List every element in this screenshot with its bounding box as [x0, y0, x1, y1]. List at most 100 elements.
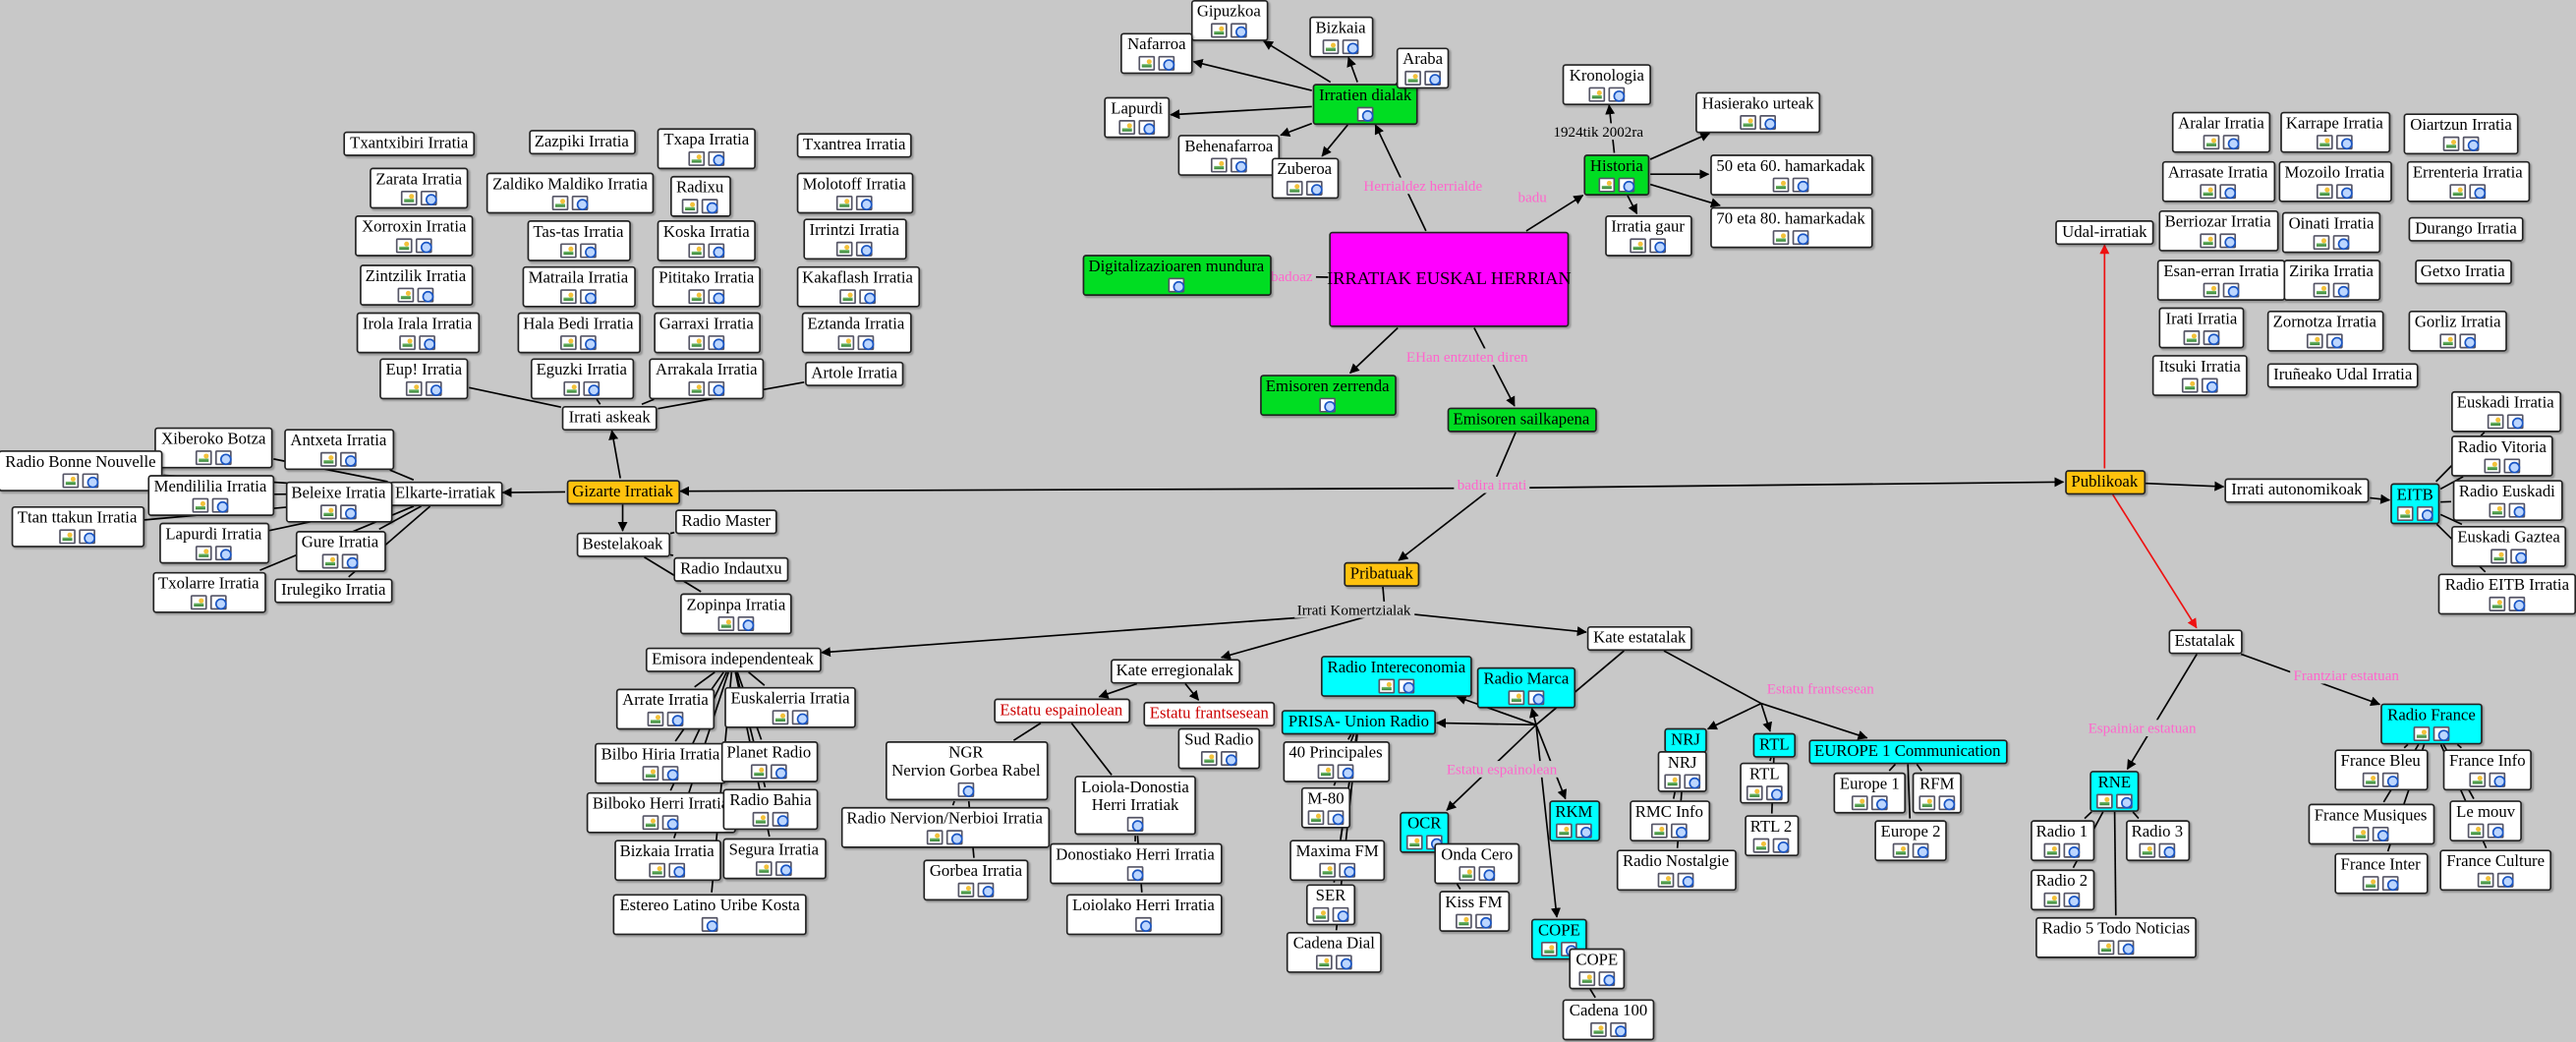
node-autonomikoak[interactable]: Irrati autonomikoak — [2224, 477, 2370, 502]
web-resource-icon[interactable] — [855, 195, 873, 210]
node-getxo[interactable]: Getxo Irratia — [2414, 259, 2512, 284]
node-dial[interactable]: Cadena Dial — [1286, 931, 1382, 972]
web-resource-icon[interactable] — [1912, 841, 1929, 857]
node-cope-w[interactable]: COPE — [1569, 947, 1626, 989]
node-marca[interactable]: Radio Marca — [1476, 666, 1576, 708]
node-planet[interactable]: Planet Radio — [719, 740, 818, 782]
web-resource-icon[interactable] — [708, 149, 725, 166]
image-resource-icon[interactable] — [2203, 134, 2220, 149]
node-sailkapena[interactable]: Emisoren sailkapena — [1446, 406, 1596, 432]
node-fbleu[interactable]: France Bleu — [2333, 748, 2428, 790]
image-resource-icon[interactable] — [1138, 55, 1156, 71]
image-resource-icon[interactable] — [2181, 376, 2199, 392]
node-europe2[interactable]: Europe 2 — [1874, 819, 1947, 861]
node-udal[interactable]: Udal-irratiak — [2055, 219, 2154, 245]
web-resource-icon[interactable] — [945, 829, 963, 844]
node-rfm[interactable]: RFM — [1912, 771, 1962, 813]
web-resource-icon[interactable] — [2158, 841, 2176, 857]
node-kate-erreg[interactable]: Kate erregionalak — [1110, 658, 1240, 683]
node-radio5[interactable]: Radio 5 Todo Noticias — [2035, 916, 2197, 957]
image-resource-icon[interactable] — [772, 709, 789, 724]
web-resource-icon[interactable] — [957, 782, 975, 797]
node-eitb[interactable]: EITB — [2390, 482, 2440, 524]
web-resource-icon[interactable] — [1220, 750, 1237, 766]
web-resource-icon[interactable] — [2469, 183, 2487, 199]
web-resource-icon[interactable] — [2489, 771, 2506, 787]
web-resource-icon[interactable] — [770, 763, 787, 779]
web-resource-icon[interactable] — [340, 450, 357, 466]
image-resource-icon[interactable] — [1556, 822, 1573, 838]
node-oiartzun[interactable]: Oiartzun Irratia — [2403, 112, 2519, 154]
image-resource-icon[interactable] — [2306, 332, 2323, 348]
node-kate-estatalak[interactable]: Kate estatalak — [1586, 625, 1692, 651]
image-resource-icon[interactable] — [649, 861, 665, 877]
image-resource-icon[interactable] — [1590, 1021, 1607, 1037]
node-gipuzkoa[interactable]: Gipuzkoa — [1190, 0, 1268, 40]
web-resource-icon[interactable] — [2336, 134, 2353, 149]
node-txolarre[interactable]: Txolarre Irratia — [151, 570, 265, 612]
node-zintzilik[interactable]: Zintzilik Irratia — [359, 263, 473, 306]
image-resource-icon[interactable] — [1650, 822, 1668, 838]
image-resource-icon[interactable] — [1918, 794, 1936, 810]
web-resource-icon[interactable] — [2381, 771, 2399, 787]
image-resource-icon[interactable] — [2489, 501, 2506, 517]
web-resource-icon[interactable] — [1231, 156, 1247, 172]
web-resource-icon[interactable] — [701, 198, 718, 213]
node-zirika[interactable]: Zirika Irratia — [2282, 259, 2380, 301]
web-resource-icon[interactable] — [1618, 176, 1635, 192]
node-bizkaia-prov[interactable]: Bizkaia — [1308, 15, 1373, 57]
node-eztanda[interactable]: Eztanda Irratia — [800, 311, 911, 353]
node-arrate[interactable]: Arrate Irratia — [615, 687, 716, 729]
node-irati[interactable]: Irati Irratia — [2158, 306, 2245, 348]
web-resource-icon[interactable] — [1342, 38, 1359, 54]
node-finfo[interactable]: France Info — [2442, 748, 2532, 790]
node-h5060[interactable]: 50 eta 60. hamarkadak — [1709, 153, 1872, 196]
image-resource-icon[interactable] — [2477, 871, 2494, 887]
node-aralar[interactable]: Aralar Irratia — [2171, 110, 2271, 152]
web-resource-icon[interactable] — [1478, 865, 1496, 881]
web-resource-icon[interactable] — [571, 195, 589, 210]
web-resource-icon[interactable] — [2506, 413, 2524, 429]
web-resource-icon[interactable] — [2116, 792, 2133, 808]
node-lapurdi-irr[interactable]: Lapurdi Irratia — [158, 521, 269, 563]
image-resource-icon[interactable] — [688, 288, 706, 304]
node-radio2[interactable]: Radio 2 — [2030, 868, 2094, 910]
node-europe1[interactable]: Europe 1 — [1833, 771, 1907, 813]
web-resource-icon[interactable] — [2462, 135, 2480, 150]
image-resource-icon[interactable] — [755, 860, 773, 876]
web-resource-icon[interactable] — [1792, 229, 1809, 245]
web-resource-icon[interactable] — [2332, 234, 2350, 250]
web-resource-icon[interactable] — [1319, 396, 1337, 412]
node-txantrea[interactable]: Txantrea Irratia — [796, 132, 912, 157]
web-resource-icon[interactable] — [708, 334, 725, 350]
image-resource-icon[interactable] — [395, 237, 413, 253]
node-halabedi[interactable]: Hala Bedi Irratia — [516, 311, 641, 353]
web-resource-icon[interactable] — [708, 242, 725, 258]
node-radixu[interactable]: Radixu — [669, 175, 731, 216]
node-antxeta[interactable]: Antxeta Irratia — [283, 428, 394, 470]
node-kissfm[interactable]: Kiss FM — [1438, 890, 1510, 932]
node-oinati[interactable]: Oinati Irratia — [2281, 210, 2381, 253]
node-xiberoko[interactable]: Xiberoko Botza — [154, 426, 273, 468]
image-resource-icon[interactable] — [2183, 329, 2201, 345]
web-resource-icon[interactable] — [2496, 871, 2514, 887]
web-resource-icon[interactable] — [2203, 329, 2220, 345]
web-resource-icon[interactable] — [1356, 105, 1374, 121]
node-koska[interactable]: Koska Irratia — [657, 219, 756, 260]
node-gure[interactable]: Gure Irratia — [295, 530, 385, 571]
image-resource-icon[interactable] — [1317, 763, 1335, 779]
web-resource-icon[interactable] — [1610, 1021, 1627, 1037]
node-irratien-dialak[interactable]: Irratien dialak — [1312, 83, 1418, 125]
image-resource-icon[interactable] — [835, 195, 853, 210]
node-sud-radio[interactable]: Sud Radio — [1177, 726, 1261, 769]
image-resource-icon[interactable] — [839, 288, 856, 304]
web-resource-icon[interactable] — [2372, 826, 2389, 841]
node-rkm[interactable]: RKM — [1548, 799, 1600, 841]
web-resource-icon[interactable] — [1126, 816, 1144, 832]
web-resource-icon[interactable] — [737, 615, 755, 631]
image-resource-icon[interactable] — [2043, 841, 2061, 857]
image-resource-icon[interactable] — [681, 198, 699, 213]
image-resource-icon[interactable] — [1746, 784, 1763, 800]
image-resource-icon[interactable] — [2442, 135, 2460, 150]
image-resource-icon[interactable] — [688, 149, 706, 166]
